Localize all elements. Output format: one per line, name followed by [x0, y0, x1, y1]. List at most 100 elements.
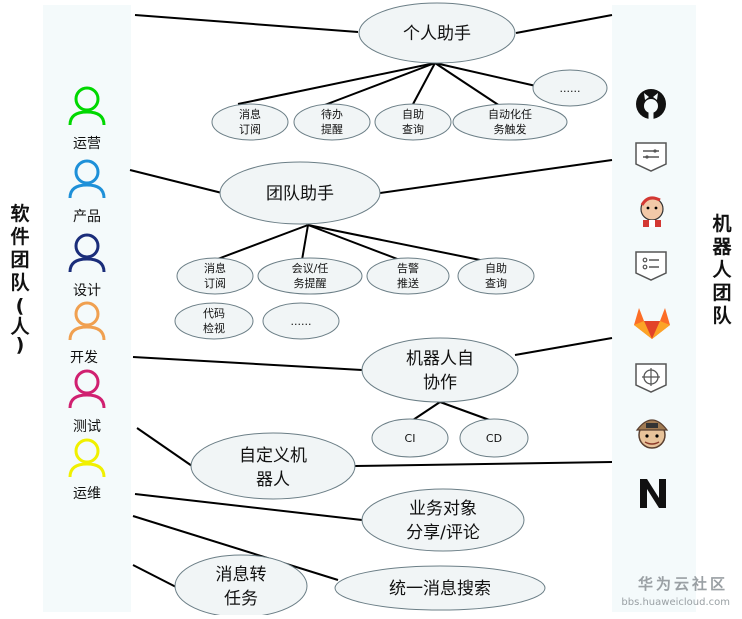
label-business-share-1: 业务对象 [409, 499, 477, 519]
connector-line [379, 159, 613, 194]
label-business-share-2: 分享/评论 [406, 523, 480, 543]
svg-text:人: 人 [10, 316, 30, 338]
pipeline-tool-icon [635, 142, 667, 172]
node-team-assistant [219, 161, 381, 225]
node-personal-todo [293, 103, 371, 141]
label-alert-2: 推送 [397, 276, 419, 290]
connector-line [434, 62, 501, 107]
label-msg-subscribe-2: 订阅 [239, 123, 261, 136]
label-unified-search: 统一消息搜索 [389, 579, 491, 599]
person-icon [68, 86, 106, 126]
label-todo-1: 待办 [321, 107, 343, 121]
node-ci [371, 418, 449, 458]
node-personal-self-query [374, 103, 452, 141]
node-team-meeting [257, 257, 363, 295]
svg-text:华为云社区: 华为云社区 [638, 575, 728, 593]
person-icon [68, 438, 106, 478]
node-unified-search [334, 565, 546, 611]
role-label: 测试 [73, 419, 101, 435]
svg-text:机: 机 [712, 213, 731, 235]
label-custom-robot-1: 自定义机 [239, 446, 307, 466]
svg-text:团: 团 [712, 282, 731, 304]
connector-line [354, 461, 613, 467]
node-cd [459, 418, 529, 458]
label-team-msg-1: 消息 [204, 261, 226, 275]
node-team-code-review [174, 302, 254, 340]
label-self-query-2: 查询 [402, 122, 424, 136]
person-icon [68, 233, 106, 273]
label-code-review-1: 代码 [203, 307, 225, 320]
label-team-more: ...... [291, 315, 312, 328]
svg-text:器: 器 [711, 236, 732, 258]
node-business-share [361, 488, 525, 552]
svg-text:团: 团 [10, 249, 29, 271]
node-personal-assistant [358, 2, 516, 64]
connector-line [434, 62, 537, 87]
svg-text:软: 软 [10, 202, 29, 225]
node-labels: 个人助手 ...... 消息 订阅 待办 提醒 自助 查询 自动化任 务触发 团… [203, 24, 580, 609]
site-watermark: 华为云社区 bbs.huaweicloud.com [621, 575, 730, 608]
feature-nodes [174, 2, 608, 618]
github-icon [636, 89, 666, 119]
role-label: 产品 [73, 209, 101, 225]
label-personal-assistant: 个人助手 [403, 24, 471, 44]
monitor-tool-icon [635, 363, 667, 393]
label-meeting-1: 会议/任 [292, 262, 329, 275]
svg-text:件: 件 [10, 225, 29, 248]
document-list-icon [635, 251, 667, 281]
label-team-query-2: 查询 [485, 276, 507, 290]
n-logo-icon [640, 479, 666, 508]
human-team-panel [43, 5, 131, 612]
connector-line [439, 401, 496, 423]
person-icon [68, 301, 106, 341]
node-team-alert [366, 257, 450, 295]
connector-line [214, 224, 309, 261]
jenkins-icon [640, 196, 664, 227]
connector-line [134, 14, 359, 33]
role-label: 开发 [70, 350, 98, 366]
connector-line [136, 427, 193, 467]
person-icon [68, 159, 106, 199]
role-labels: 运营 产品 设计 开发 测试 运维 [70, 136, 101, 502]
node-personal-auto-task [452, 103, 568, 141]
connector-line [132, 564, 179, 589]
role-label: 运维 [73, 486, 101, 502]
node-team-self-query [457, 257, 535, 295]
label-personal-more: ...... [560, 82, 581, 95]
label-team-query-1: 自助 [485, 261, 507, 275]
label-auto-task-1: 自动化任 [488, 107, 532, 121]
connector-line [411, 62, 436, 107]
node-robot-collab [361, 337, 519, 403]
software-team-title: 软 件 团 队 ( 人 ) [10, 202, 30, 356]
connector-line [321, 62, 436, 107]
label-self-query-1: 自助 [402, 107, 424, 121]
connector-line [514, 337, 613, 356]
node-team-msg-subscribe [176, 257, 254, 295]
connector-line [301, 224, 309, 261]
role-label: 运营 [73, 136, 101, 152]
svg-text:队: 队 [712, 304, 732, 327]
connection-lines [129, 14, 613, 589]
label-msg-subscribe-1: 消息 [239, 107, 261, 121]
label-msg-to-task-2: 任务 [224, 589, 258, 609]
label-robot-collab-1: 机器人自 [406, 349, 474, 369]
robot-team-title: 机 器 人 团 队 [711, 213, 732, 327]
label-cd: CD [486, 432, 502, 445]
label-ci: CI [405, 432, 416, 445]
svg-text:(: ( [16, 295, 25, 317]
label-meeting-2: 务提醒 [294, 277, 327, 290]
node-personal-msg-subscribe [211, 103, 289, 141]
connector-line [132, 356, 363, 371]
gitlab-icon [634, 308, 670, 339]
svg-text:): ) [16, 334, 25, 356]
connector-line [237, 62, 436, 105]
connector-line [129, 169, 223, 194]
label-custom-robot-2: 器人 [256, 470, 290, 490]
person-icon [68, 369, 106, 409]
svg-text:队: 队 [10, 271, 30, 294]
connector-line [132, 515, 339, 581]
svg-text:bbs.huaweicloud.com: bbs.huaweicloud.com [621, 597, 730, 608]
jenkins-x-icon [635, 419, 669, 449]
